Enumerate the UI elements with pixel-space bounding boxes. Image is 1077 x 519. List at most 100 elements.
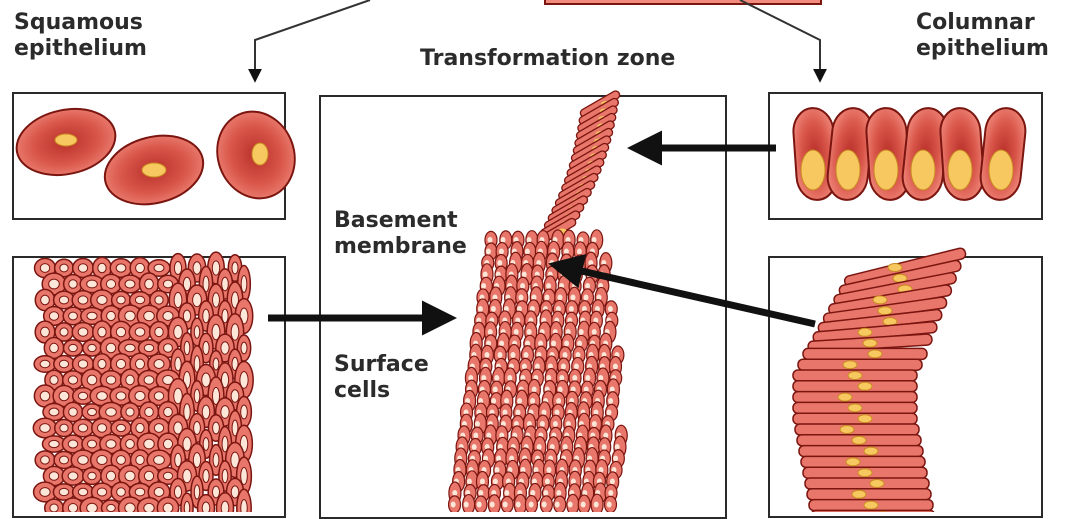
- cell-nucleus: [241, 500, 247, 512]
- cell-nucleus: [126, 375, 134, 385]
- cell-nucleus: [135, 488, 145, 496]
- cell-nucleus: [530, 398, 535, 404]
- cell-nucleus: [498, 352, 503, 358]
- cell-nucleus: [568, 502, 573, 508]
- columnar-tissue: [793, 247, 967, 512]
- cell-nucleus: [232, 262, 238, 274]
- cell-nucleus: [212, 261, 219, 275]
- cell-nucleus: [551, 341, 556, 347]
- cell-nucleus: [40, 488, 50, 497]
- cell-nucleus: [525, 249, 530, 255]
- cell-nucleus: [607, 410, 612, 416]
- cell-nucleus: [125, 503, 135, 512]
- cell-nucleus: [864, 447, 878, 455]
- cell-nucleus: [135, 328, 145, 336]
- columnar-tissue-cell: [793, 392, 917, 403]
- cell-nucleus: [873, 296, 887, 304]
- cell-nucleus: [584, 295, 589, 301]
- cell-nucleus: [88, 344, 96, 351]
- cell-nucleus: [69, 280, 77, 288]
- cell-nucleus: [840, 426, 854, 434]
- cell-nucleus: [870, 480, 884, 488]
- cell-nucleus: [497, 260, 502, 266]
- cell-nucleus: [163, 472, 172, 479]
- cell-nucleus: [602, 444, 607, 450]
- cell-nucleus: [212, 486, 219, 498]
- cell-nucleus: [49, 312, 58, 320]
- cell-nucleus: [154, 488, 164, 497]
- cell-nucleus: [838, 393, 852, 401]
- cell-nucleus: [585, 375, 590, 381]
- cell-nucleus: [546, 283, 551, 289]
- cell-nucleus: [50, 343, 59, 352]
- cell-nucleus: [491, 306, 496, 312]
- cell-nucleus: [213, 293, 220, 307]
- cell-nucleus: [106, 408, 117, 417]
- columnar-tissue-cell: [793, 413, 917, 424]
- cell-nucleus: [59, 360, 68, 367]
- cell-nucleus: [561, 364, 566, 370]
- cell-nucleus: [503, 502, 508, 508]
- cell-nucleus: [241, 342, 247, 354]
- cell-nucleus: [117, 424, 126, 431]
- cell-nucleus: [581, 502, 586, 508]
- cell-nucleus: [241, 468, 248, 485]
- cell-nucleus: [863, 339, 877, 347]
- cell-nucleus: [231, 324, 239, 340]
- cell-nucleus: [452, 490, 457, 496]
- cell-nucleus: [97, 488, 106, 496]
- cell-nucleus: [878, 307, 892, 315]
- cell-nucleus: [464, 502, 469, 508]
- cell-nucleus: [117, 296, 125, 304]
- cell-nucleus: [843, 361, 857, 369]
- cell-nucleus: [574, 364, 579, 370]
- cell-nucleus: [60, 424, 68, 432]
- cell-nucleus: [594, 502, 599, 508]
- cell-nucleus: [125, 344, 135, 352]
- cell-nucleus: [801, 150, 825, 190]
- cell-nucleus: [989, 150, 1013, 190]
- cell-nucleus: [213, 453, 219, 467]
- cell-nucleus: [174, 262, 181, 275]
- cell-nucleus: [868, 350, 882, 358]
- cell-nucleus: [858, 382, 872, 390]
- cell-nucleus: [126, 408, 134, 416]
- cell-nucleus: [49, 440, 59, 447]
- cell-nucleus: [473, 433, 478, 439]
- cell-nucleus: [848, 404, 862, 412]
- cell-nucleus: [532, 387, 537, 393]
- cell-nucleus: [174, 486, 181, 498]
- cell-nucleus: [542, 502, 547, 508]
- cell-nucleus: [59, 488, 69, 495]
- cell-nucleus: [126, 440, 135, 449]
- cell-nucleus: [507, 375, 512, 381]
- cell-nucleus: [145, 279, 154, 289]
- cell-nucleus: [60, 264, 68, 272]
- cell-nucleus: [40, 360, 50, 367]
- cell-nucleus: [571, 295, 576, 301]
- cell-nucleus: [858, 328, 872, 336]
- cell-nucleus: [577, 341, 582, 347]
- cell-nucleus: [68, 503, 77, 512]
- cell-nucleus: [516, 410, 521, 416]
- cell-nucleus: [88, 472, 96, 480]
- cell-nucleus: [193, 262, 201, 275]
- columnar-tissue-cell: [798, 359, 922, 370]
- cell-nucleus: [504, 490, 509, 496]
- cell-nucleus: [516, 502, 521, 508]
- cell-nucleus: [184, 341, 190, 355]
- cell-nucleus: [572, 375, 577, 381]
- cell-nucleus: [183, 469, 192, 483]
- cell-nucleus: [858, 469, 872, 477]
- cell-nucleus: [490, 502, 495, 508]
- cell-nucleus: [106, 280, 115, 289]
- cell-nucleus: [59, 391, 69, 400]
- cell-nucleus: [49, 408, 59, 416]
- connector-left: [255, 0, 370, 80]
- cell-nucleus: [519, 295, 524, 301]
- cell-nucleus: [477, 502, 482, 508]
- cell-nucleus: [558, 387, 563, 393]
- cell-nucleus: [485, 352, 490, 358]
- cell-nucleus: [87, 440, 96, 448]
